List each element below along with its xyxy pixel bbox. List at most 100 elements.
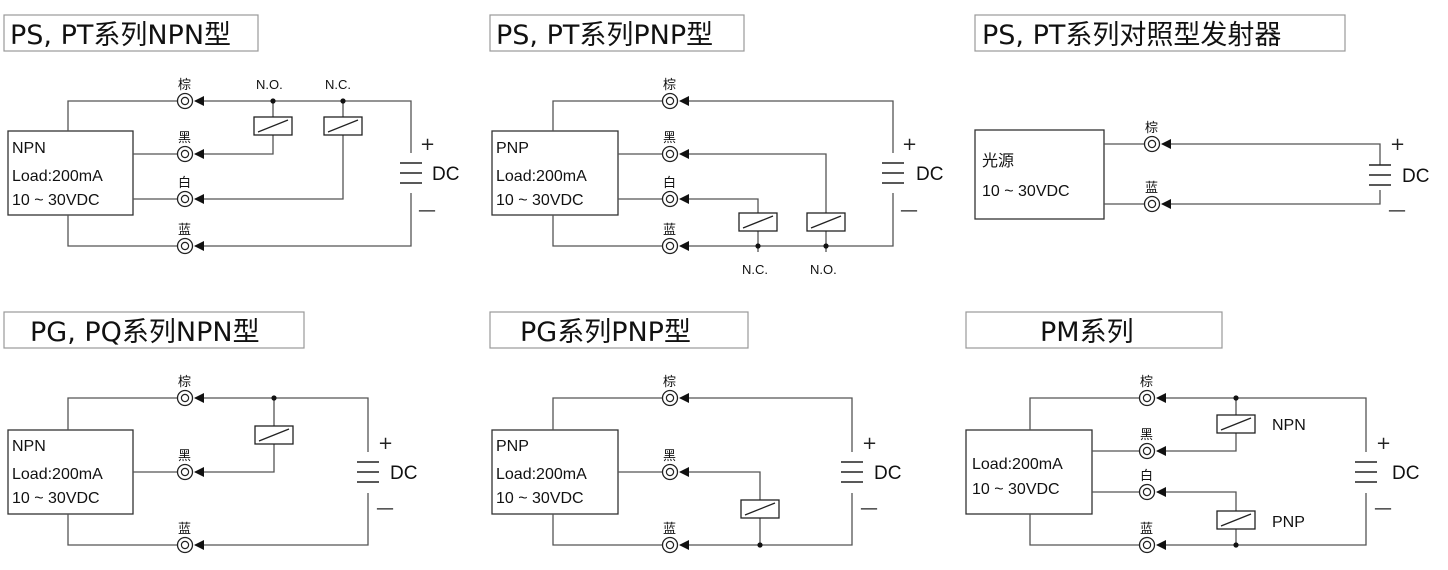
wire-line <box>1157 432 1237 452</box>
title-ps-pnp: PS, PT系列PNP型 <box>489 14 745 52</box>
load-relay-icon <box>253 116 293 136</box>
load-relay-icon <box>1216 510 1256 530</box>
power-plus-label: + <box>1390 134 1405 155</box>
box-npn-label: NPN <box>12 438 46 455</box>
title-frame <box>489 311 749 349</box>
load-relay-icon <box>323 116 363 136</box>
power-dc-label: DC <box>916 164 943 185</box>
wires-black-label: 黑 <box>178 449 191 464</box>
junction-dot <box>757 542 763 548</box>
box-voltage-label: 10 ~ 30VDC <box>12 490 100 507</box>
power-dc-label: DC <box>390 463 417 484</box>
sensor-box <box>491 130 619 216</box>
arrow-left-icon <box>679 96 689 106</box>
wire-line <box>1157 493 1367 546</box>
arrow-left-icon <box>194 194 204 204</box>
wire-line <box>680 493 853 546</box>
power-dc-label: DC <box>1392 463 1419 484</box>
box-voltage-label: 10 ~ 30VDC <box>12 192 100 209</box>
wire-line <box>680 198 759 213</box>
wires-blue-label: 蓝 <box>663 223 676 238</box>
sensor-box <box>491 429 619 515</box>
terminal-icon <box>176 536 194 554</box>
load-relay-icon <box>254 425 294 445</box>
wire-line <box>195 397 369 452</box>
arrow-left-icon <box>679 241 689 251</box>
power-minus-label: — <box>376 498 394 519</box>
box-voltage-label: 10 ~ 30VDC <box>496 192 584 209</box>
power-minus-label: — <box>860 498 878 519</box>
battery-symbol <box>1355 461 1377 483</box>
contacts-no-label: N.O. <box>810 262 837 277</box>
diagram-ps-pnp: PNP Load:200mA 10 ~ 30VDC N.C. N.O. 棕 黑 … <box>491 78 943 277</box>
titles-pg-pnp-label: PG系列PNP型 <box>520 317 691 348</box>
diagram-ps-npn: NPN Load:200mA 10 ~ 30VDC N.O. N.C. 棕 黑 … <box>7 77 459 255</box>
terminal-icon <box>661 145 679 163</box>
wire-line <box>67 514 185 546</box>
box-load-label: Load:200mA <box>496 168 587 185</box>
box-voltage-label: 10 ~ 30VDC <box>972 481 1060 498</box>
title-frame <box>3 311 305 349</box>
titles-ps-emitter-label: PS, PT系列对照型发射器 <box>982 20 1281 51</box>
terminal-icon <box>1143 195 1161 213</box>
title-frame <box>974 14 1346 52</box>
emitter-box <box>974 129 1105 220</box>
wire-line <box>195 127 344 200</box>
wire-line <box>1162 143 1381 165</box>
wire-line <box>680 153 827 213</box>
box-voltage-label: 10 ~ 30VDC <box>496 490 584 507</box>
box-pnp-label: PNP <box>496 140 529 157</box>
wires-blue-label: 蓝 <box>1145 181 1158 196</box>
box-npn-label: NPN <box>12 140 46 157</box>
arrow-left-icon <box>1156 487 1166 497</box>
junction-dot <box>340 98 346 104</box>
terminal-icon <box>176 463 194 481</box>
titles-ps-pnp-label: PS, PT系列PNP型 <box>496 20 713 51</box>
load-relay-icon <box>740 499 780 519</box>
power-dc-label: DC <box>432 164 459 185</box>
wires-black-label: 黑 <box>178 131 191 146</box>
arrow-left-icon <box>194 96 204 106</box>
box-light-label: 光源 <box>982 152 1014 170</box>
terminal-icon <box>1143 135 1161 153</box>
wire-line <box>195 127 274 155</box>
titles-pg-npn-label: PG, PQ系列NPN型 <box>30 317 260 348</box>
box-load-label: Load:200mA <box>496 466 587 483</box>
wire-line <box>1157 491 1237 511</box>
battery-symbol <box>357 461 379 483</box>
arrow-left-icon <box>679 194 689 204</box>
wire-line <box>552 514 670 546</box>
wires-brown-label: 棕 <box>1145 121 1158 136</box>
load-relay-icon <box>1216 414 1256 434</box>
box-load-label: Load:200mA <box>972 456 1063 473</box>
wires-black-label: 黑 <box>1140 428 1153 443</box>
wires-white-label: 白 <box>178 175 191 191</box>
terminal-icon <box>176 145 194 163</box>
diagram-pg-npn: NPN Load:200mA 10 ~ 30VDC 棕 黑 蓝 + — DC <box>7 375 417 554</box>
junction-dot <box>1233 542 1239 548</box>
wires-white-label: 白 <box>1140 468 1153 484</box>
arrow-left-icon <box>1161 139 1171 149</box>
terminal-icon <box>176 237 194 255</box>
power-minus-label: — <box>900 200 918 221</box>
wire-line <box>1029 514 1147 546</box>
arrow-left-icon <box>194 149 204 159</box>
wire-line <box>195 193 412 247</box>
terminal-icon <box>176 92 194 110</box>
contacts-nc-label: N.C. <box>742 262 768 277</box>
wires-brown-label: 棕 <box>178 78 191 93</box>
title-pm: PM系列 <box>965 311 1223 349</box>
terminal-icon <box>1138 483 1156 501</box>
sensor-box <box>965 429 1093 515</box>
wires-brown-label: 棕 <box>663 375 676 390</box>
power-plus-label: + <box>378 433 393 454</box>
battery-symbol <box>841 461 863 483</box>
outputs-npn-label: NPN <box>1272 417 1306 434</box>
junction-dot <box>270 98 276 104</box>
wires-brown-label: 棕 <box>178 375 191 390</box>
sensor-box <box>7 429 134 515</box>
load-relay-icon <box>806 212 846 232</box>
title-ps-npn: PS, PT系列NPN型 <box>3 14 259 52</box>
outputs-pnp-label: PNP <box>1272 514 1305 531</box>
